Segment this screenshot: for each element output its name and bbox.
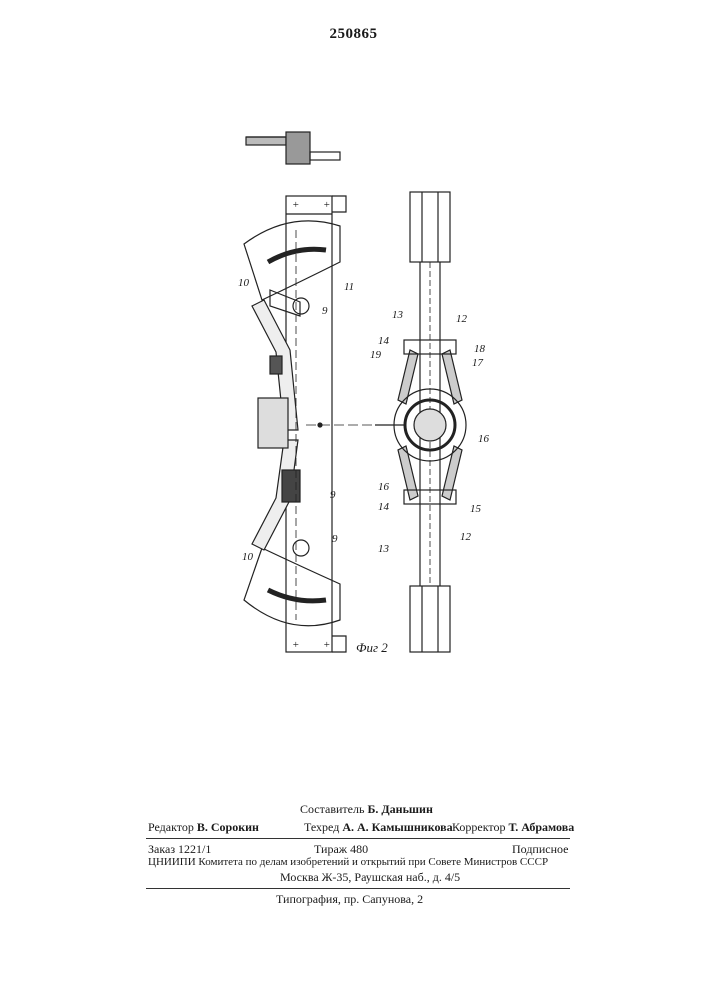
label-15: 15 bbox=[470, 503, 482, 515]
left-view: + + + + bbox=[244, 196, 346, 652]
svg-text:+: + bbox=[323, 639, 330, 651]
divider-bottom bbox=[146, 888, 570, 889]
label-9-middle: 9 bbox=[330, 489, 336, 501]
label-12-bottom: 12 bbox=[460, 531, 472, 543]
pin-upper bbox=[293, 298, 309, 314]
editor-label: Редактор bbox=[148, 820, 194, 834]
right-view bbox=[375, 192, 466, 652]
compiler-line: Составитель Б. Даньшин bbox=[300, 802, 433, 817]
print-run: Тираж 480 bbox=[314, 842, 368, 857]
editor-name: В. Сорокин bbox=[197, 820, 259, 834]
label-10-bottom: 10 bbox=[242, 551, 254, 563]
hatched-block bbox=[282, 470, 300, 502]
organization: ЦНИИПИ Комитета по делам изобретений и о… bbox=[148, 856, 548, 868]
technical-drawing: + + + + 10 11 9 9 9 bbox=[0, 0, 707, 720]
svg-text:+: + bbox=[292, 639, 299, 651]
compiler-name: Б. Даньшин bbox=[367, 802, 432, 816]
svg-text:+: + bbox=[292, 199, 299, 211]
label-16-left: 16 bbox=[378, 481, 390, 493]
figure-caption: Фиг 2 bbox=[356, 640, 388, 655]
label-14-top: 14 bbox=[378, 335, 390, 347]
techred-label: Техред bbox=[304, 820, 339, 834]
svg-text:+: + bbox=[323, 199, 330, 211]
label-12-top: 12 bbox=[456, 313, 468, 325]
corrector-name: Т. Абрамова bbox=[509, 820, 575, 834]
subscription: Подписное bbox=[512, 842, 569, 857]
techred-line: Техред А. А. Камышникова bbox=[304, 820, 453, 835]
section-view bbox=[246, 132, 340, 164]
editor-line: Редактор В. Сорокин bbox=[148, 820, 259, 835]
lower-sector bbox=[244, 548, 340, 626]
lower-clamp bbox=[410, 586, 450, 652]
hub-block bbox=[258, 398, 288, 448]
label-9-upper: 9 bbox=[322, 305, 328, 317]
compiler-label: Составитель bbox=[300, 802, 364, 816]
address: Москва Ж-35, Раушская наб., д. 4/5 bbox=[280, 870, 460, 885]
label-16-right: 16 bbox=[478, 433, 490, 445]
label-9-lower: 9 bbox=[332, 533, 338, 545]
upper-sector bbox=[244, 221, 340, 300]
label-10-top: 10 bbox=[238, 277, 250, 289]
label-13-bottom: 13 bbox=[378, 543, 390, 555]
techred-name: А. А. Камышникова bbox=[342, 820, 452, 834]
divider-top bbox=[146, 838, 570, 839]
pin-lower bbox=[293, 540, 309, 556]
corrector-label: Корректор bbox=[452, 820, 506, 834]
corrector-line: Корректор Т. Абрамова bbox=[452, 820, 574, 835]
label-14-bottom: 14 bbox=[378, 501, 390, 513]
label-11: 11 bbox=[344, 281, 354, 293]
label-17: 17 bbox=[472, 357, 484, 369]
label-13-top: 13 bbox=[392, 309, 404, 321]
label-19: 19 bbox=[370, 349, 382, 361]
label-18: 18 bbox=[474, 343, 486, 355]
upper-clamp bbox=[410, 192, 450, 262]
order-number: Заказ 1221/1 bbox=[148, 842, 211, 857]
printer: Типография, пр. Сапунова, 2 bbox=[276, 892, 423, 907]
